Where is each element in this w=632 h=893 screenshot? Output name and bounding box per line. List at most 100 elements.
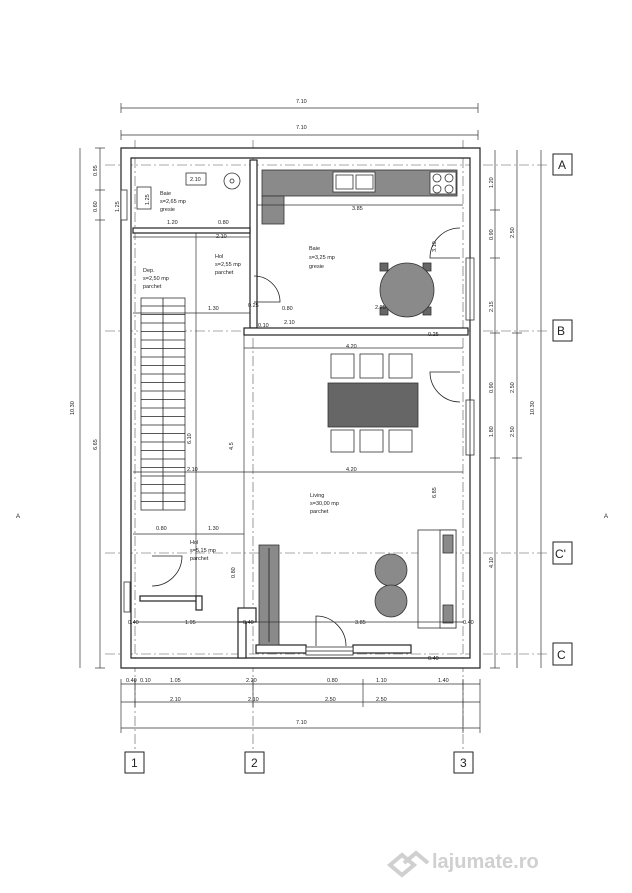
room-bath1-floor: gresie <box>160 207 175 213</box>
dim-inner-2: 1.20 <box>167 220 178 226</box>
left-dimensions: 10.30 0.95 0.60 1.25 6.65 <box>70 147 121 669</box>
dim-bottom-10: 2.50 <box>325 697 336 703</box>
walls <box>120 147 481 669</box>
dim-inner-26: 3.85 <box>355 620 366 626</box>
doors <box>151 227 461 647</box>
dim-left-c: 1.25 <box>115 201 121 212</box>
dim-right-7: 1.80 <box>489 426 495 437</box>
room-living-area: s=30,00 mp <box>310 501 339 507</box>
dim-inner-8: 0.10 <box>258 323 269 329</box>
room-dep-floor: parchet <box>143 284 162 290</box>
round-table <box>379 262 435 318</box>
dim-inner-27: 0.40 <box>463 620 474 626</box>
room-dep-name: Dep. <box>143 268 155 274</box>
axis-row-c-prime: C' <box>555 547 566 561</box>
dim-right-3: 2.50 <box>510 227 516 238</box>
dim-left-d: 6.65 <box>93 439 99 450</box>
dim-bottom-3: 1.05 <box>170 678 181 684</box>
windows <box>120 189 475 656</box>
dim-top-1: 7.10 <box>296 99 307 105</box>
dim-inner-5: 3.85 <box>352 206 363 212</box>
watermark-text: lajumate.ro <box>432 851 539 873</box>
dim-inner-6: 3.10 <box>432 241 438 252</box>
dim-inner-1: 2.10 <box>190 177 201 183</box>
dim-right-1: 1.20 <box>489 177 495 188</box>
dim-right-4: 2.15 <box>489 301 495 312</box>
room-hol1-floor: parchet <box>215 270 234 276</box>
dim-right-8: 2.50 <box>510 426 516 437</box>
dim-right-6: 2.50 <box>510 382 516 393</box>
dim-bottom-11: 2.50 <box>376 697 387 703</box>
dim-inner-3: 0.80 <box>218 220 229 226</box>
axis-row-b: B <box>557 324 565 338</box>
dim-inner-18: 4.20 <box>346 467 357 473</box>
room-dep-area: s=2,50 mp <box>143 276 169 282</box>
room-bath1-area: s=2,65 mp <box>160 199 186 205</box>
room-living-floor: parchet <box>310 509 329 515</box>
dim-bottom-total: 7.10 <box>296 720 307 726</box>
dim-right-5: 0.90 <box>489 382 495 393</box>
dim-inner-14: 4.20 <box>346 344 357 350</box>
axis-labels: A B C' C 1 2 3 <box>124 153 573 774</box>
dim-inner-16: 4.5 <box>229 442 235 450</box>
room-hol1-name: Hol <box>215 254 223 260</box>
room-bath2-floor: gresie <box>309 264 324 270</box>
dim-bottom-8: 2.10 <box>170 697 181 703</box>
dim-inner-4: 2.10 <box>216 234 227 240</box>
room-bath2-area: s=3,25 mp <box>309 255 335 261</box>
dim-inner-20: 1.30 <box>208 526 219 532</box>
bathroom-fixtures <box>136 172 241 210</box>
section-mark-left: A <box>16 514 20 520</box>
room-bath1-name: Baie <box>160 191 171 197</box>
dim-inner-15: 6.10 <box>187 433 193 444</box>
dim-inner-24: 1.95 <box>185 620 196 626</box>
watermark-logo <box>386 850 430 878</box>
dim-right-2: 0.90 <box>489 229 495 240</box>
dim-inner-19: 0.80 <box>156 526 167 532</box>
axis-col-3: 3 <box>460 756 467 770</box>
living-furniture <box>258 529 457 646</box>
dim-bottom-4: 2.20 <box>246 678 257 684</box>
room-hol2-floor: parchet <box>190 556 209 562</box>
dim-inner-10: 2.10 <box>284 320 295 326</box>
dim-bottom-7: 1.40 <box>438 678 449 684</box>
inner-dimensions: 2.10 1.20 0.80 2.10 3.85 3.10 0.25 0.10 … <box>128 177 474 662</box>
top-dimensions: 7.10 7.10 <box>120 99 479 140</box>
axis-row-a: A <box>558 158 566 172</box>
dim-inner-17: 2.10 <box>187 467 198 473</box>
dim-bottom-9: 2.10 <box>248 697 259 703</box>
axis-row-c: C <box>557 648 566 662</box>
room-bath2-name: Baie <box>309 246 320 252</box>
dim-top-2: 7.10 <box>296 125 307 131</box>
dim-inner-25: 0.40 <box>243 620 254 626</box>
section-mark-right: A <box>604 514 608 520</box>
right-dimensions: 1.20 0.90 2.50 2.15 0.90 2.50 1.80 2.50 … <box>489 150 542 669</box>
dim-inner-28: 0.40 <box>428 656 439 662</box>
room-living-name: Living <box>310 493 324 499</box>
dim-left-total: 10.30 <box>70 401 76 415</box>
dim-right-9: 4.10 <box>489 557 495 568</box>
dim-left-b: 0.60 <box>93 201 99 212</box>
room-hol1-area: s=2,55 mp <box>215 262 241 268</box>
dim-bottom-6: 1.10 <box>376 678 387 684</box>
dim-left-a: 0.95 <box>93 165 99 176</box>
staircase <box>140 297 186 511</box>
dim-inner-21: 0.80 <box>231 567 237 578</box>
dim-inner-7: 0.25 <box>248 303 259 309</box>
dim-inner-12: 0.25 <box>428 332 439 338</box>
dim-inner-23: 0.40 <box>128 620 139 626</box>
kitchen-counter <box>261 169 458 225</box>
bottom-dimensions: 0.40 0.10 1.05 2.20 0.80 1.10 1.40 2.10 … <box>120 678 481 733</box>
axis-col-1: 1 <box>131 756 138 770</box>
watermark: lajumate.ro <box>386 850 539 878</box>
dim-inner-9: 0.80 <box>282 306 293 312</box>
axis-col-2: 2 <box>251 756 258 770</box>
dim-inner-22: 6.85 <box>432 487 438 498</box>
dim-bottom-1: 0.40 <box>126 678 137 684</box>
dim-bottom-2: 0.10 <box>140 678 151 684</box>
room-labels: Baie s=2,65 mp gresie Baie s=3,25 mp gre… <box>143 191 339 562</box>
dim-right-total: 10.30 <box>530 401 536 415</box>
dining-table <box>327 353 419 453</box>
dim-inner-11: 2.25 <box>375 305 386 311</box>
